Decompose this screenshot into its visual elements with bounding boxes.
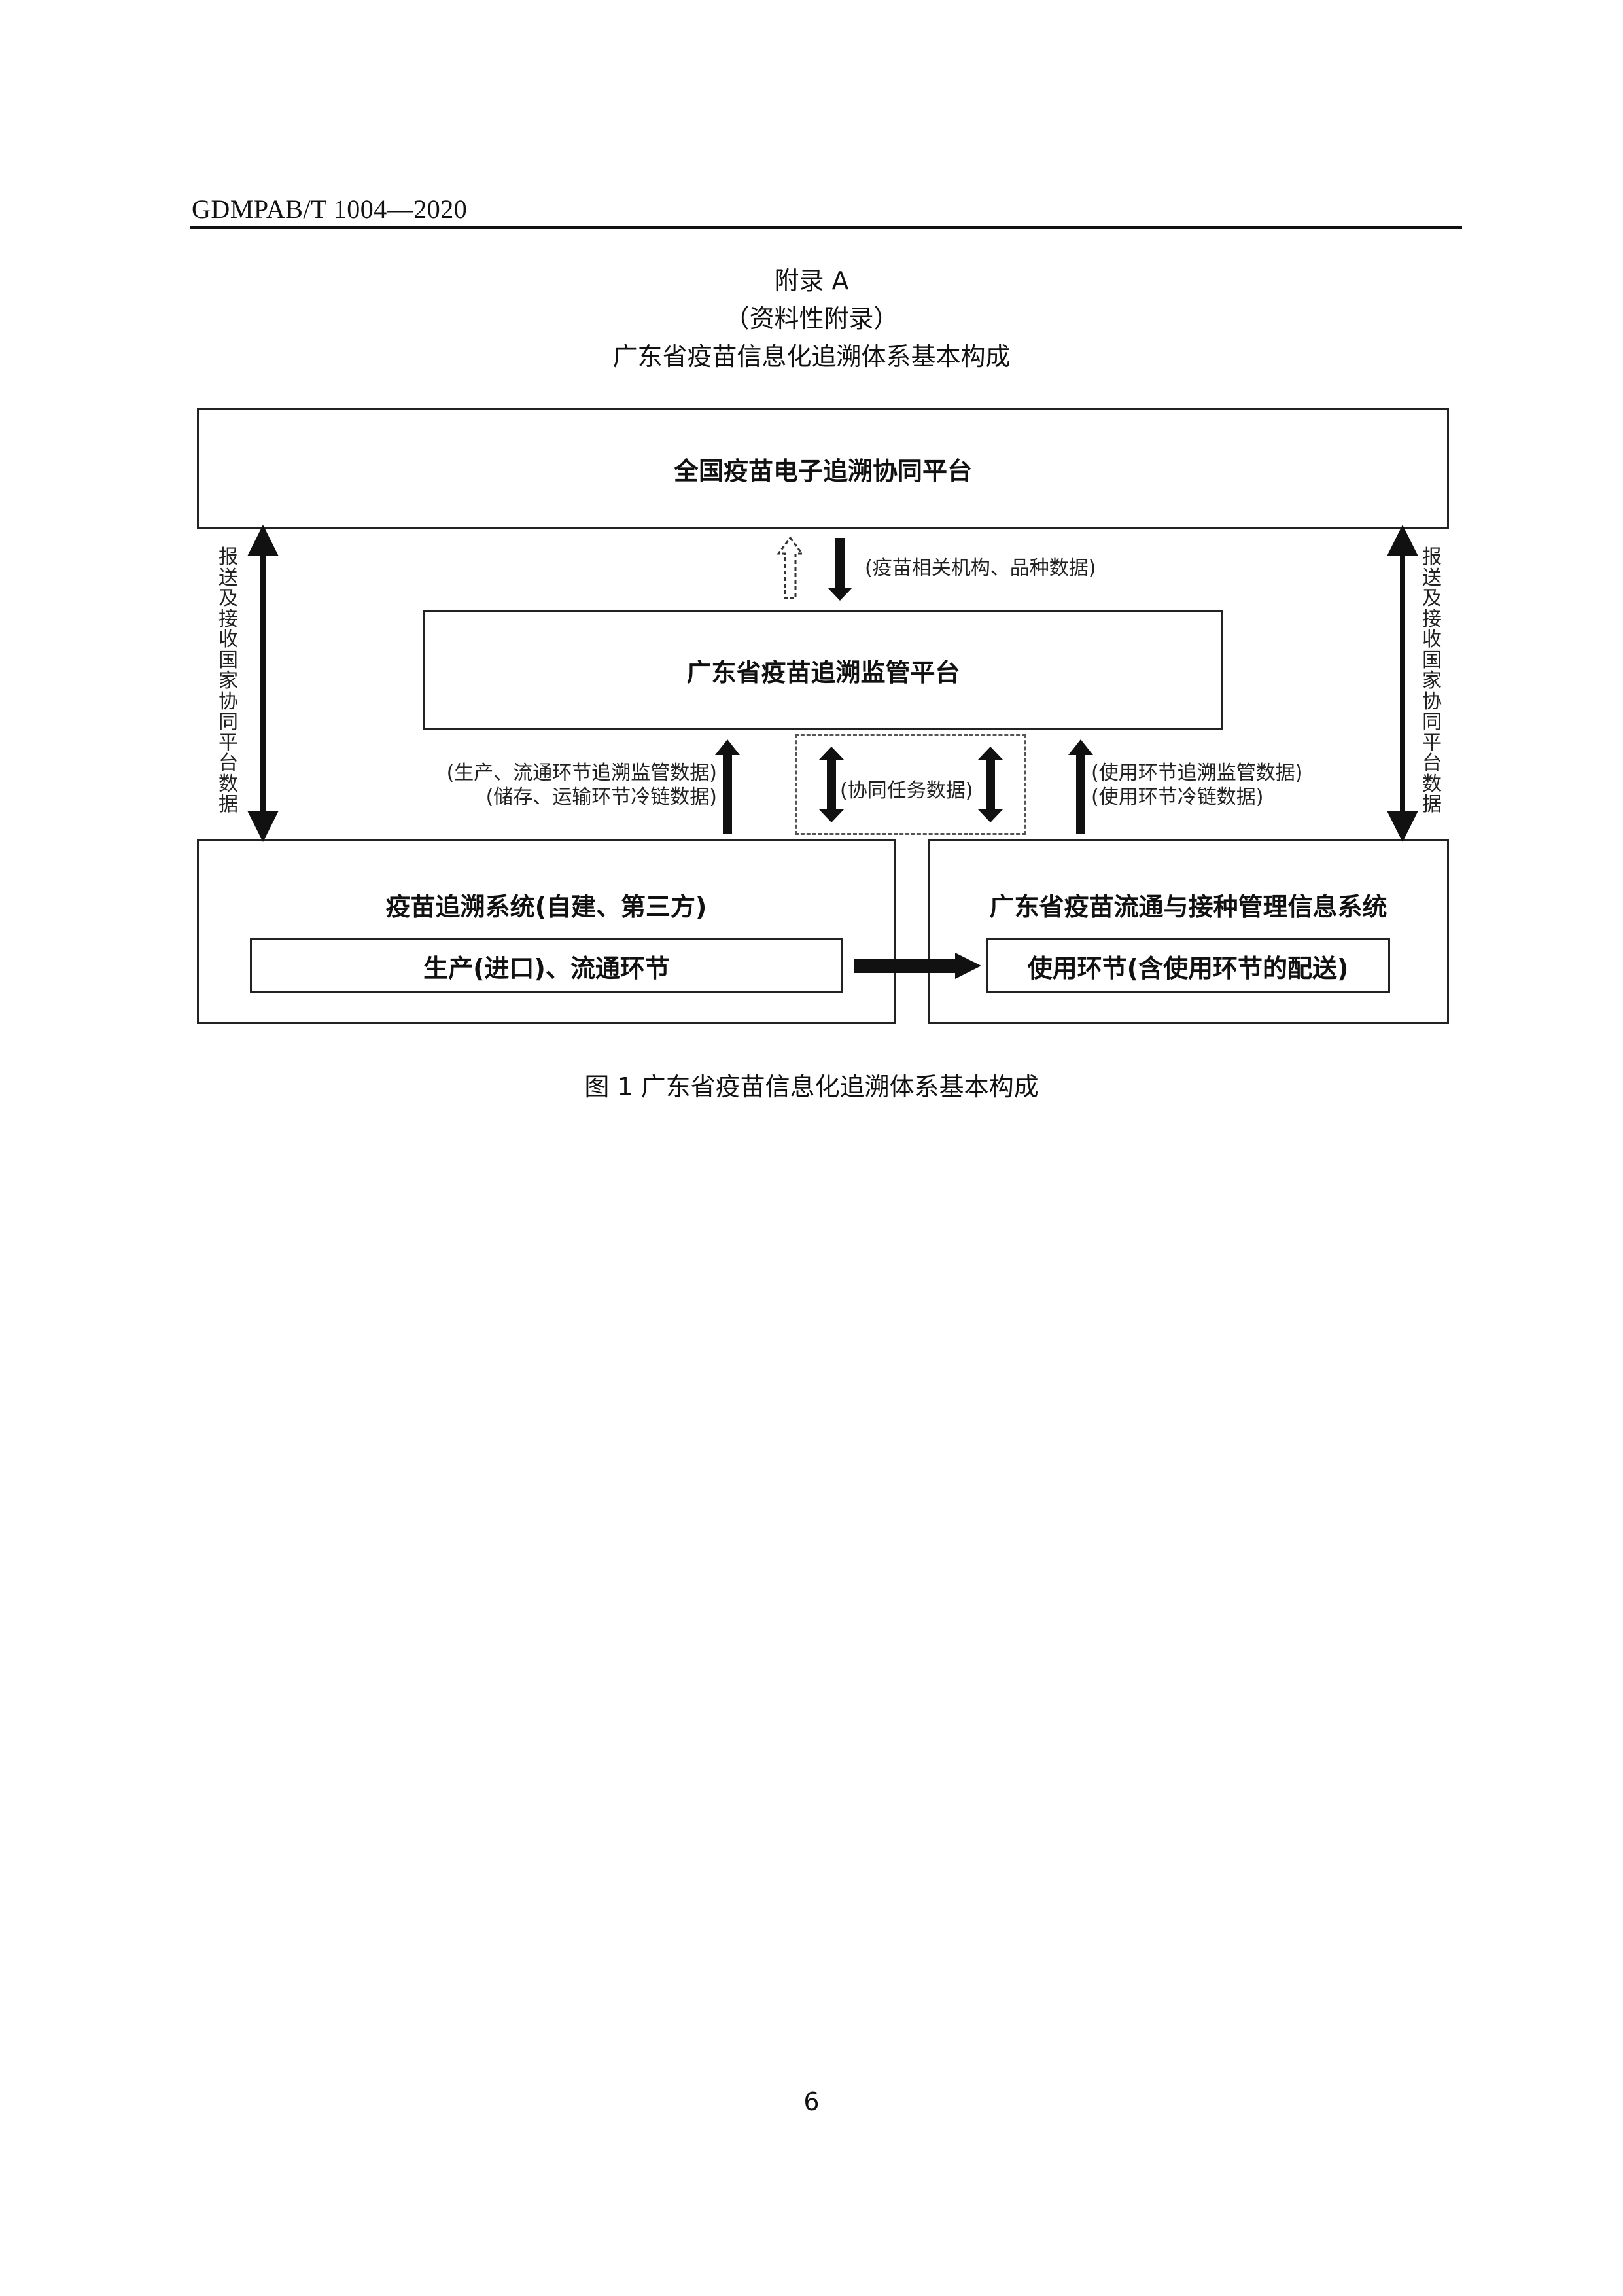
label-task-data: (协同任务数据) bbox=[840, 779, 973, 802]
coordination-dashed-box bbox=[795, 734, 1026, 835]
right-system-title: 广东省疫苗流通与接种管理信息系统 bbox=[989, 892, 1387, 921]
appendix-heading: 广东省疫苗信息化追溯体系基本构成 bbox=[612, 342, 1011, 371]
left-up-arrow-head bbox=[715, 739, 740, 755]
downward-arrow-head bbox=[828, 588, 852, 601]
left-system-inner-box: 生产(进口)、流通环节 bbox=[250, 938, 843, 993]
left-system-inner-label: 生产(进口)、流通环节 bbox=[423, 953, 670, 983]
national-platform-box: 全国疫苗电子追溯协同平台 bbox=[197, 408, 1449, 529]
label-storage-data: (储存、运输环节冷链数据) bbox=[485, 786, 717, 809]
right-system-inner-box: 使用环节(含使用环节的配送) bbox=[986, 938, 1390, 993]
header-rule bbox=[190, 226, 1462, 229]
upward-dashed-arrow bbox=[777, 536, 804, 599]
label-usage-coldchain-data: (使用环节冷链数据) bbox=[1091, 786, 1264, 809]
page-number: 6 bbox=[803, 2087, 820, 2116]
provincial-platform-label: 广东省疫苗追溯监管平台 bbox=[686, 658, 960, 687]
label-right-vertical: 报送及接收国家协同平台数据 bbox=[1422, 546, 1442, 816]
figure-caption: 图 1 广东省疫苗信息化追溯体系基本构成 bbox=[584, 1072, 1039, 1101]
provincial-platform-box: 广东省疫苗追溯监管平台 bbox=[423, 610, 1223, 730]
label-institution-data: (疫苗相关机构、品种数据) bbox=[865, 557, 1096, 580]
label-production-data: (生产、流通环节追溯监管数据) bbox=[446, 762, 717, 785]
right-system-inner-label: 使用环节(含使用环节的配送) bbox=[1027, 953, 1349, 983]
appendix-title: 附录 A bbox=[774, 266, 849, 295]
right-up-arrow-head bbox=[1068, 739, 1093, 755]
label-usage-data: (使用环节追溯监管数据) bbox=[1091, 762, 1303, 785]
label-left-vertical: 报送及接收国家协同平台数据 bbox=[218, 546, 238, 816]
flow-right-arrow-head bbox=[955, 953, 981, 979]
national-platform-label: 全国疫苗电子追溯协同平台 bbox=[673, 456, 972, 486]
document-code: GDMPAB/T 1004—2020 bbox=[192, 194, 468, 224]
appendix-subtitle: （资料性附录） bbox=[724, 304, 899, 333]
left-system-title: 疫苗追溯系统(自建、第三方) bbox=[385, 892, 707, 921]
